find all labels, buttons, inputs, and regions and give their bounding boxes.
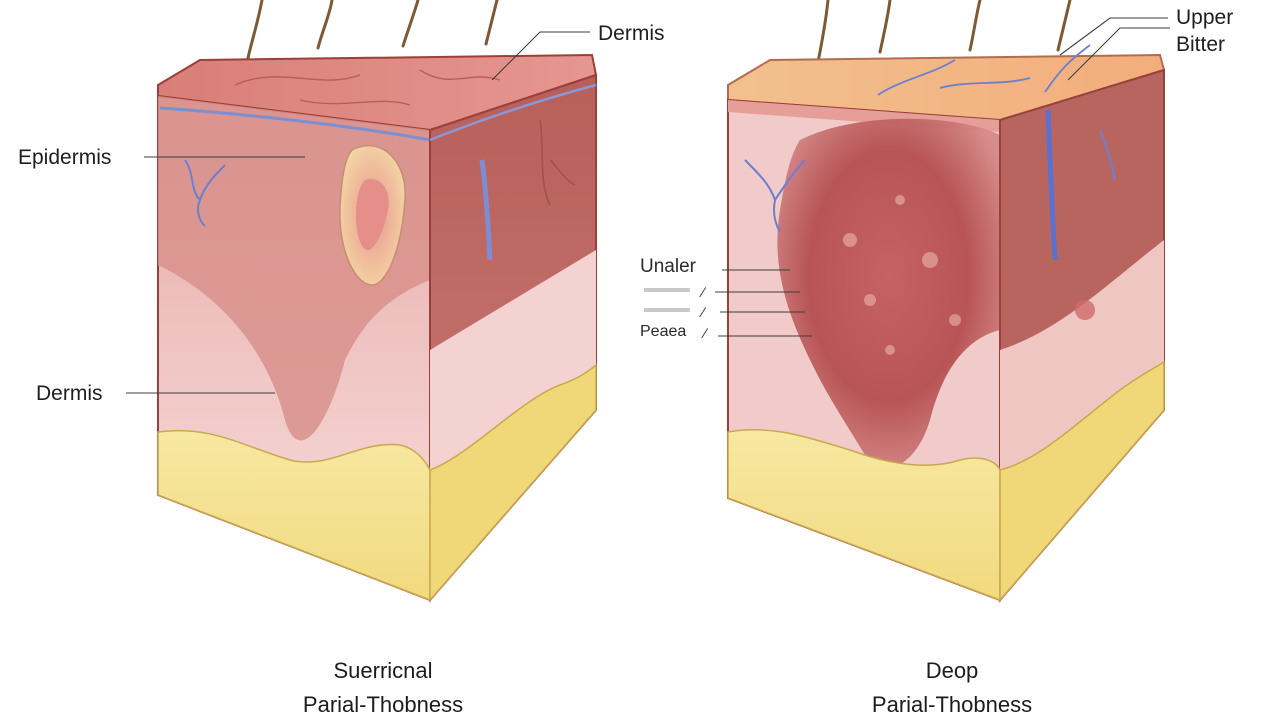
left-caption-line1: Suerricnal bbox=[333, 658, 432, 683]
left-skin-block bbox=[157, 0, 598, 603]
left-label-epidermis: Epidermis bbox=[18, 146, 111, 169]
right-label-upper-line1: Upper bbox=[1176, 6, 1233, 29]
left-label-dermis-top: Dermis bbox=[598, 22, 665, 45]
right-fade-bar-2 bbox=[644, 308, 690, 312]
right-label-leader-upper-2 bbox=[1067, 27, 1170, 81]
right-label-mark-3: ∕ bbox=[701, 325, 709, 341]
left-fat-front bbox=[157, 429, 431, 602]
left-vessels bbox=[184, 159, 493, 261]
right-label-mark-2: ∕ bbox=[699, 304, 707, 320]
left-surface-cracks bbox=[234, 69, 501, 106]
right-fat-front bbox=[727, 429, 1001, 602]
right-label-mark-1: ∕ bbox=[699, 284, 707, 300]
left-side-branches bbox=[539, 119, 576, 206]
right-top-vessels bbox=[877, 44, 1091, 96]
left-label-leader-dermis-top bbox=[491, 31, 590, 81]
left-blister-core bbox=[355, 179, 389, 250]
right-deep-burn bbox=[777, 118, 1000, 469]
right-caption-line2: Parial-Thobness bbox=[872, 692, 1032, 717]
right-skin-block bbox=[727, 0, 1166, 603]
right-label-fade-bars bbox=[644, 288, 690, 312]
left-labels: Epidermis Dermis Dermis Suerricnal Paria… bbox=[18, 22, 665, 717]
right-fat-side bbox=[999, 360, 1165, 603]
left-side-blue-line bbox=[429, 83, 597, 142]
left-label-dermis-side: Dermis bbox=[36, 382, 103, 405]
left-hairs bbox=[246, 0, 499, 60]
left-fat-side bbox=[429, 363, 597, 602]
right-labels: Upper Bitter Unaler ∕ ∕ Peaea ∕ Deop Par… bbox=[640, 6, 1233, 717]
right-vessels bbox=[744, 109, 1116, 261]
right-label-unaler: Unaler bbox=[640, 256, 697, 277]
right-hairs bbox=[816, 0, 1072, 64]
right-burn-spots bbox=[843, 195, 961, 355]
left-blue-line bbox=[159, 106, 431, 142]
right-label-upper-line2: Bitter bbox=[1176, 33, 1225, 56]
right-label-peaea: Peaea bbox=[640, 323, 686, 340]
right-label-leader-upper-1 bbox=[1059, 17, 1168, 56]
right-fade-bar-1 bbox=[644, 288, 690, 292]
left-caption-line2: Parial-Thobness bbox=[303, 692, 463, 717]
right-side-spot bbox=[1075, 300, 1095, 320]
right-caption-line1: Deop bbox=[926, 658, 979, 683]
